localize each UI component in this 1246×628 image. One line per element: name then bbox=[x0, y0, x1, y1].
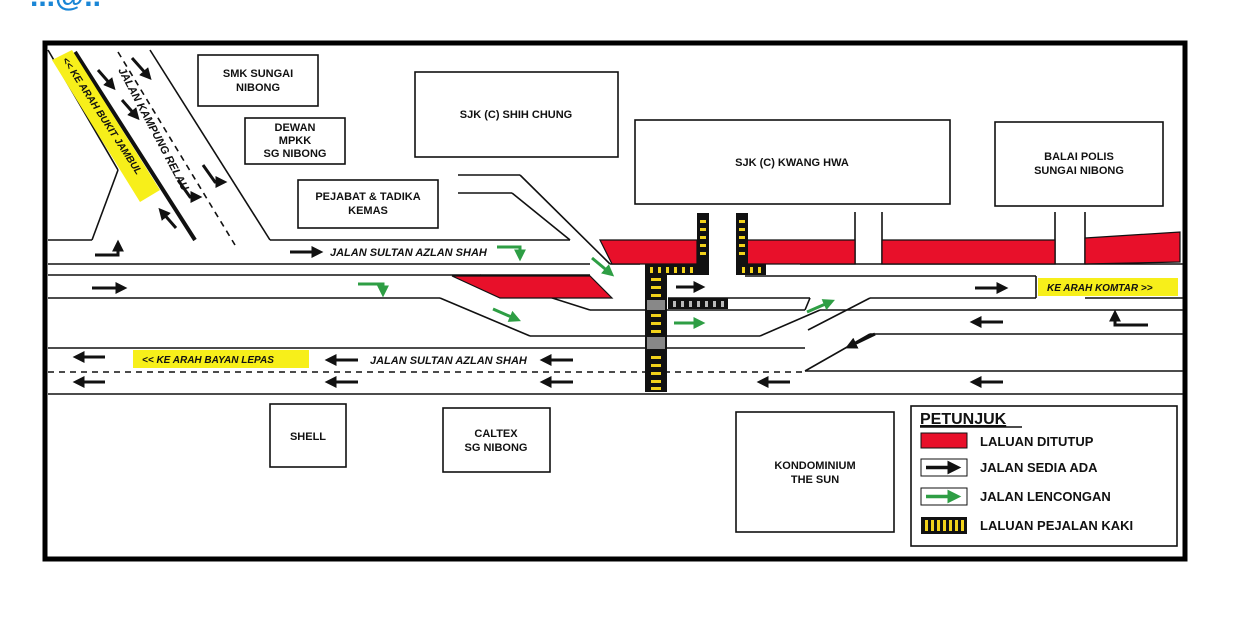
pedestrian-crossings bbox=[645, 213, 766, 392]
svg-text:SJK (C) SHIH CHUNG: SJK (C) SHIH CHUNG bbox=[460, 109, 572, 121]
svg-text:THE SUN: THE SUN bbox=[791, 474, 839, 486]
green-arrow-icon bbox=[492, 307, 521, 322]
black-arrow-icon bbox=[201, 164, 228, 188]
black-arrow-icon bbox=[130, 57, 152, 81]
svg-text:PEJABAT & TADIKA: PEJABAT & TADIKA bbox=[315, 191, 420, 203]
green-arrow-icon bbox=[358, 282, 389, 298]
svg-text:MPKK: MPKK bbox=[279, 135, 311, 147]
svg-text:BALAI POLIS: BALAI POLIS bbox=[1044, 151, 1114, 163]
crosswalk-vertical-main bbox=[645, 268, 667, 392]
direction-sign-bayan-lepas: << KE ARAH BAYAN LEPAS bbox=[133, 350, 309, 368]
crosswalk-vertical-right bbox=[736, 213, 748, 275]
building-sjk-kwang-hwa: SJK (C) KWANG HWA bbox=[634, 119, 951, 205]
road-label-jalan-sultan-upper: JALAN SULTAN AZLAN SHAH bbox=[330, 247, 488, 259]
crosswalk-horizontal-top bbox=[645, 264, 766, 275]
black-arrow-icon bbox=[176, 179, 203, 203]
detour-route-arrows bbox=[358, 245, 835, 329]
building-balai-polis: BALAI POLIS SUNGAI NIBONG bbox=[994, 121, 1164, 207]
svg-text:CALTEX: CALTEX bbox=[474, 428, 518, 440]
svg-text:NIBONG: NIBONG bbox=[236, 82, 280, 94]
svg-text:LALUAN PEJALAN KAKI: LALUAN PEJALAN KAKI bbox=[980, 518, 1133, 533]
green-arrow-icon bbox=[497, 245, 526, 262]
closed-route-segment bbox=[744, 239, 856, 265]
existing-route-arrows bbox=[72, 57, 1148, 388]
crosswalk-vertical-left bbox=[697, 213, 709, 275]
crosswalk-horizontal-middle bbox=[668, 298, 728, 309]
building-dewan-mpkk: DEWAN MPKK SG NIBONG bbox=[244, 117, 346, 165]
svg-text:<< KE ARAH BAYAN LEPAS: << KE ARAH BAYAN LEPAS bbox=[142, 355, 274, 366]
svg-text:KE ARAH KOMTAR >>: KE ARAH KOMTAR >> bbox=[1047, 283, 1153, 294]
building-kondominium-the-sun: KONDOMINIUM THE SUN bbox=[735, 411, 895, 533]
black-arrow-icon bbox=[95, 239, 124, 257]
black-arrow-icon bbox=[845, 332, 876, 349]
closed-route-segment bbox=[599, 239, 698, 265]
legend-title: PETUNJUK bbox=[920, 411, 1007, 428]
svg-text:DEWAN: DEWAN bbox=[275, 122, 316, 134]
black-arrow-icon bbox=[120, 99, 140, 121]
svg-text:LALUAN DITUTUP: LALUAN DITUTUP bbox=[980, 434, 1094, 449]
building-smk-sungai-nibong: SMK SUNGAI NIBONG bbox=[197, 54, 319, 107]
svg-text:JALAN LENCONGAN: JALAN LENCONGAN bbox=[980, 489, 1111, 504]
svg-text:KEMAS: KEMAS bbox=[348, 205, 388, 217]
closed-route-segment bbox=[451, 275, 614, 299]
svg-text:SG NIBONG: SG NIBONG bbox=[264, 148, 327, 160]
building-pejabat-tadika-kemas: PEJABAT & TADIKA KEMAS bbox=[297, 179, 439, 229]
closed-route-segment bbox=[1084, 231, 1181, 265]
green-arrow-icon bbox=[591, 256, 615, 277]
buildings: SMK SUNGAI NIBONG DEWAN MPKK SG NIBONG P… bbox=[197, 54, 1164, 533]
svg-text:SMK SUNGAI: SMK SUNGAI bbox=[223, 68, 293, 80]
closed-route-segment bbox=[881, 239, 1056, 265]
svg-text:SJK (C) KWANG HWA: SJK (C) KWANG HWA bbox=[735, 157, 849, 169]
direction-sign-komtar: KE ARAH KOMTAR >> bbox=[1038, 278, 1178, 296]
black-arrow-icon bbox=[96, 69, 116, 91]
black-arrow-icon bbox=[1109, 309, 1148, 327]
closed-route-areas bbox=[451, 231, 1181, 299]
header-fragment: ...@.. bbox=[30, 0, 101, 13]
black-arrow-icon bbox=[158, 207, 178, 229]
legend-item-closed: LALUAN DITUTUP bbox=[920, 432, 1094, 449]
road-label-jalan-sultan-lower: JALAN SULTAN AZLAN SHAH bbox=[370, 355, 528, 367]
building-caltex: CALTEX SG NIBONG bbox=[442, 407, 551, 473]
green-arrow-icon bbox=[806, 299, 835, 314]
svg-text:SG NIBONG: SG NIBONG bbox=[465, 442, 528, 454]
legend-item-existing: JALAN SEDIA ADA bbox=[920, 458, 1098, 477]
legend-item-detour: JALAN LENCONGAN bbox=[920, 487, 1111, 506]
building-sjk-shih-chung: SJK (C) SHIH CHUNG bbox=[414, 71, 619, 158]
red-box-icon bbox=[920, 432, 968, 449]
svg-text:SHELL: SHELL bbox=[290, 431, 326, 443]
svg-text:JALAN SEDIA ADA: JALAN SEDIA ADA bbox=[980, 460, 1098, 475]
svg-text:SUNGAI NIBONG: SUNGAI NIBONG bbox=[1034, 165, 1124, 177]
svg-text:KONDOMINIUM: KONDOMINIUM bbox=[774, 460, 855, 472]
legend-item-crosswalk: LALUAN PEJALAN KAKI bbox=[921, 517, 1133, 534]
legend: PETUNJUK LALUAN DITUTUP JALAN SEDIA ADA … bbox=[910, 405, 1178, 547]
building-shell: SHELL bbox=[269, 403, 347, 468]
